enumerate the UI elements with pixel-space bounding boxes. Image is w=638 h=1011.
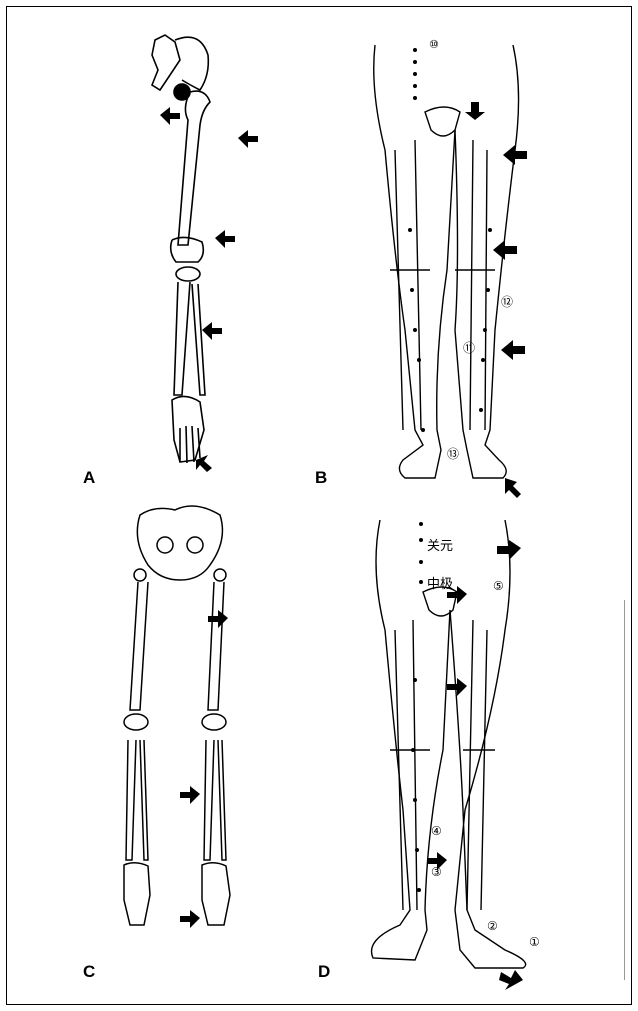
panel-d-leg-meridian: 关元 中极 ⑤ ④ ③ ② ① — [355, 510, 555, 990]
panel-label-a: A — [83, 468, 95, 488]
d-point-1-label: ① — [529, 935, 540, 949]
d-point-3-label: ③ — [431, 865, 442, 879]
d-point-4-label: ④ — [431, 824, 442, 838]
b-point-top-label: ⑩ — [429, 38, 439, 51]
b-point-11-label: ⑪ — [463, 341, 475, 355]
edge-line — [624, 600, 625, 980]
panel-label-c: C — [83, 962, 95, 982]
panel-c-skeleton-legs — [110, 500, 250, 950]
panel-b-leg-meridian: ⑩ ⑫ ⑪ ⑬ — [355, 30, 535, 500]
d-point-5-label: ⑤ — [493, 579, 504, 593]
panel-a-skeleton-leg — [130, 30, 260, 475]
b-point-12-label: ⑫ — [501, 295, 513, 309]
d-guanyuan-label: 关元 — [427, 539, 453, 554]
d-point-2-label: ② — [487, 919, 498, 933]
panel-label-b: B — [315, 468, 327, 488]
panel-label-d: D — [318, 962, 330, 982]
d-zhongji-label: 中极 — [427, 577, 453, 592]
b-point-13-label: ⑬ — [447, 447, 459, 461]
